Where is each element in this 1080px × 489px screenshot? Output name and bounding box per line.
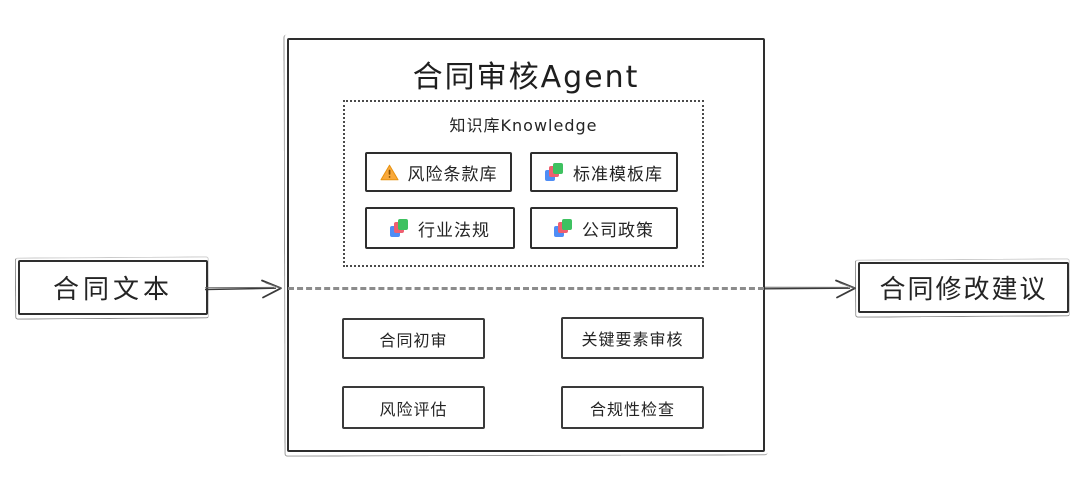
knowledge-item-label: 行业法规 xyxy=(418,220,490,241)
output-box-revision-suggestions: 合同修改建议 xyxy=(858,262,1069,313)
agent-container: 合同审核Agent 知识库Knowledge 风险条款库 标准模板库 xyxy=(287,38,765,452)
knowledge-item-standard-template-library: 标准模板库 xyxy=(530,152,678,192)
input-box-label: 合同文本 xyxy=(52,275,173,305)
warning-icon xyxy=(380,164,398,180)
process-box-risk-assessment: 风险评估 xyxy=(342,386,485,429)
process-label: 合规性检查 xyxy=(589,399,675,419)
knowledge-section: 知识库Knowledge 风险条款库 标准模板库 xyxy=(343,100,704,267)
arrow-agent-to-output xyxy=(764,279,856,299)
knowledge-item-industry-regulations: 行业法规 xyxy=(365,207,515,249)
knowledge-item-label: 风险条款库 xyxy=(407,164,498,185)
agent-title: 合同审核Agent xyxy=(412,60,640,95)
knowledge-item-risk-clause-library: 风险条款库 xyxy=(365,152,512,192)
books-icon xyxy=(390,219,409,237)
knowledge-item-label: 公司政策 xyxy=(582,220,654,241)
books-icon xyxy=(545,163,564,181)
arrow-input-to-agent xyxy=(204,279,282,299)
process-label: 关键要素审核 xyxy=(581,330,684,349)
process-box-key-elements-review: 关键要素审核 xyxy=(561,317,704,359)
input-box-contract-text: 合同文本 xyxy=(18,260,208,315)
dashed-divider xyxy=(288,287,764,290)
knowledge-title: 知识库Knowledge xyxy=(449,116,598,135)
process-label: 合同初审 xyxy=(379,330,448,350)
process-box-initial-review: 合同初审 xyxy=(342,318,485,359)
knowledge-item-company-policy: 公司政策 xyxy=(530,207,678,249)
knowledge-item-label: 标准模板库 xyxy=(573,164,663,185)
process-label: 风险评估 xyxy=(379,399,448,419)
process-box-compliance-check: 合规性检查 xyxy=(561,386,704,429)
output-box-label: 合同修改建议 xyxy=(879,275,1048,305)
books-icon xyxy=(554,219,573,237)
